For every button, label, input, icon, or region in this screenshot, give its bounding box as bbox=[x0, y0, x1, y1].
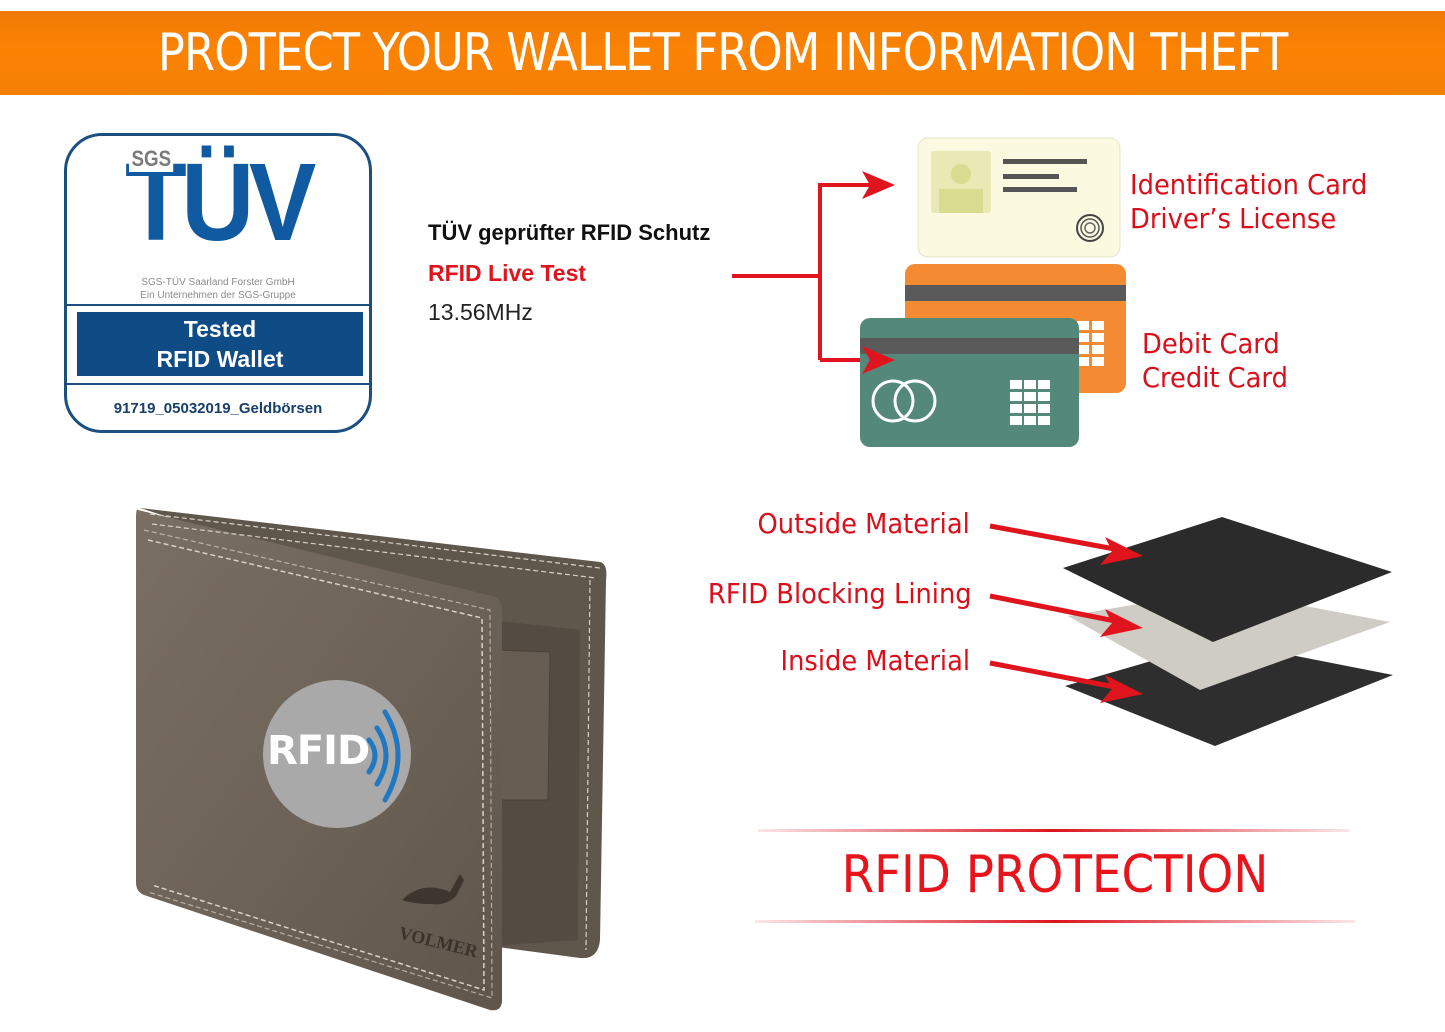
rfid-test-info: TÜV geprüfter RFID Schutz RFID Live Test… bbox=[428, 220, 710, 326]
sgs-logo-text: SGS bbox=[129, 146, 174, 172]
badge-certificate-code: 91719_05032019_Geldbörsen bbox=[113, 400, 323, 417]
rfid-signal-icon bbox=[366, 709, 401, 803]
drivers-license-text: Driver’s License bbox=[1130, 202, 1337, 235]
badge-group-line: Ein Unternehmen der SGS-Gruppe bbox=[140, 290, 296, 301]
rfid-wallet-badge: RFID bbox=[263, 680, 411, 828]
credit-card-icon bbox=[860, 318, 1079, 447]
outside-material-label: Outside Material bbox=[757, 507, 970, 540]
rfid-protection-title: RFID PROTECTION bbox=[841, 845, 1269, 905]
inside-material-label: Inside Material bbox=[780, 644, 970, 677]
id-card-label: Identification Card Driver’s License bbox=[1130, 168, 1367, 236]
badge-divider bbox=[67, 304, 369, 306]
badge-tested-box: Tested RFID Wallet bbox=[77, 312, 363, 376]
badge-company-line: SGS-TÜV Saarland Forster GmbH bbox=[141, 277, 295, 288]
tuv-tested-label: TÜV geprüfter RFID Schutz bbox=[428, 220, 711, 245]
credit-card-text: Credit Card bbox=[1142, 361, 1288, 394]
badge-divider bbox=[67, 383, 369, 385]
badge-tested-label: Tested bbox=[183, 316, 257, 342]
bottom-divider bbox=[755, 920, 1355, 923]
badge-rfid-wallet-label: RFID Wallet bbox=[156, 346, 284, 372]
rfid-badge-text: RFID bbox=[267, 728, 370, 774]
rfid-blocking-lining-label: RFID Blocking Lining bbox=[708, 577, 972, 610]
material-layers-diagram bbox=[1063, 517, 1393, 746]
debit-card-text: Debit Card bbox=[1142, 327, 1280, 360]
top-divider bbox=[758, 829, 1350, 832]
tuv-certification-badge: TÜV SGS SGS-TÜV Saarland Forster GmbH Ei… bbox=[64, 133, 372, 433]
header-banner: PROTECT YOUR WALLET FROM INFORMATION THE… bbox=[0, 11, 1445, 95]
rfid-live-test-label: RFID Live Test bbox=[428, 260, 587, 286]
banner-title: PROTECT YOUR WALLET FROM INFORMATION THE… bbox=[157, 23, 1288, 83]
identification-card-text: Identification Card bbox=[1130, 168, 1368, 201]
id-card-icon bbox=[917, 137, 1121, 258]
frequency-label: 13.56MHz bbox=[428, 299, 533, 325]
bank-card-label: Debit Card Credit Card bbox=[1142, 327, 1288, 395]
